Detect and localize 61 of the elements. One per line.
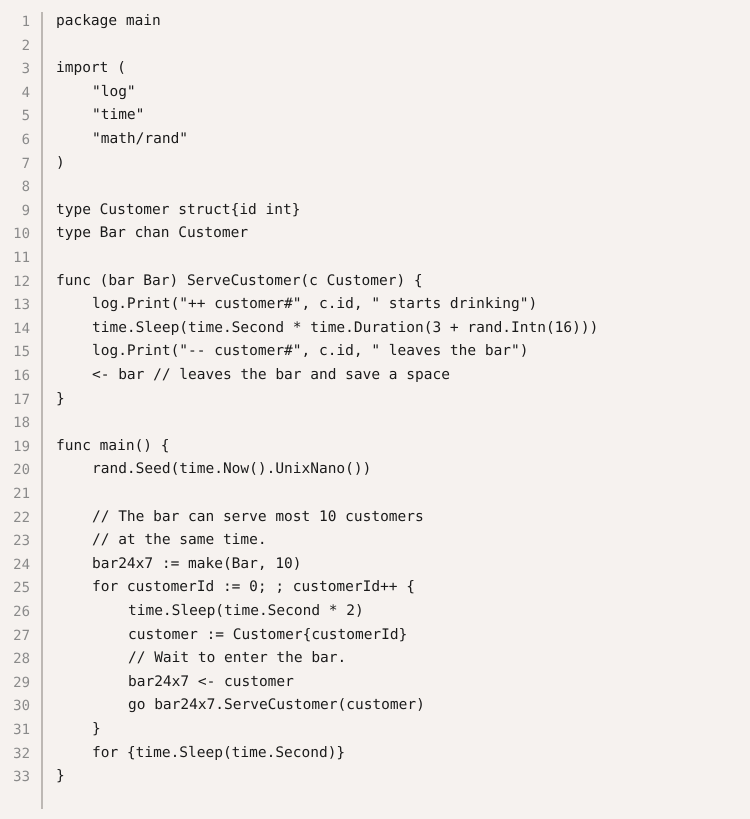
code-line: go bar24x7.ServeCustomer(customer) [128,697,425,714]
code-line: type Bar chan Customer [56,225,248,242]
code-line: type Customer struct{id int} [56,202,300,218]
code-line: time.Sleep(time.Second * time.Duration(3 + rand.Intn(16))) [92,320,598,336]
code-line: // The bar can serve most 10 customers [92,508,424,525]
code-line: func main() { [56,438,170,454]
line-number: 27 [12,628,30,644]
code-line: } [56,768,65,784]
code-line: // Wait to enter the bar. [128,650,346,666]
line-number: 31 [12,722,30,738]
line-number: 19 [12,438,30,455]
line-number: 8 [20,179,30,196]
code-line: bar24x7 <- customer [128,674,294,690]
line-number: 30 [12,698,30,714]
line-number: 2 [20,38,30,54]
line-number: 17 [12,392,30,408]
code-line: <- bar // leaves the bar and save a space [92,367,450,383]
line-number: 7 [20,156,30,172]
code-line: customer := Customer{customerId} [128,626,408,643]
line-number: 14 [12,320,30,337]
code-line: } [56,390,65,407]
line-number: 12 [12,274,30,290]
line-number: 6 [20,132,30,148]
code-line: "math/rand" [92,131,188,147]
line-number: 26 [12,604,30,620]
line-number: 9 [20,202,30,219]
line-number: 18 [12,415,30,432]
code-line: ) [56,154,65,171]
code-line: import ( [56,60,126,76]
line-number: 3 [20,61,30,78]
line-number: 16 [12,368,30,384]
line-number: 29 [12,674,30,691]
code-line: time.Sleep(time.Second * 2) [128,603,364,619]
line-number: 24 [12,556,30,573]
line-number: 15 [12,344,30,360]
line-number: 32 [12,746,30,762]
code-line: func (bar Bar) ServeCustomer(c Customer) { [56,272,423,289]
code-line: // at the same time. [92,532,267,548]
line-number: 33 [12,769,30,786]
line-number: 5 [20,108,30,124]
line-number: 23 [12,533,30,550]
line-number: 11 [12,250,30,266]
line-number: 13 [12,297,30,314]
line-number: 21 [12,486,30,502]
code-line: } [92,721,101,737]
line-number: 25 [12,580,30,596]
line-number: 10 [12,226,30,242]
line-number: 4 [20,84,30,101]
code-line: bar24x7 := make(Bar, 10) [92,556,302,572]
code-line: log.Print("++ customer#", c.id, " starts drinking") [92,296,538,312]
line-number: 28 [12,651,30,668]
line-number: 20 [12,462,30,478]
line-number: 22 [12,510,30,526]
code-line: log.Print("-- customer#", c.id, " leaves the bar") [92,343,528,360]
code-line: "log" [92,84,136,100]
code-line: for {time.Sleep(time.Second)} [92,744,346,761]
code-line: rand.Seed(time.Now().UnixNano()) [92,461,372,478]
code-line: package main [56,13,161,29]
code-line: "time" [92,107,144,124]
line-number: 1 [20,14,30,30]
code-line: for customerId := 0; ; customerId++ { [92,579,416,596]
